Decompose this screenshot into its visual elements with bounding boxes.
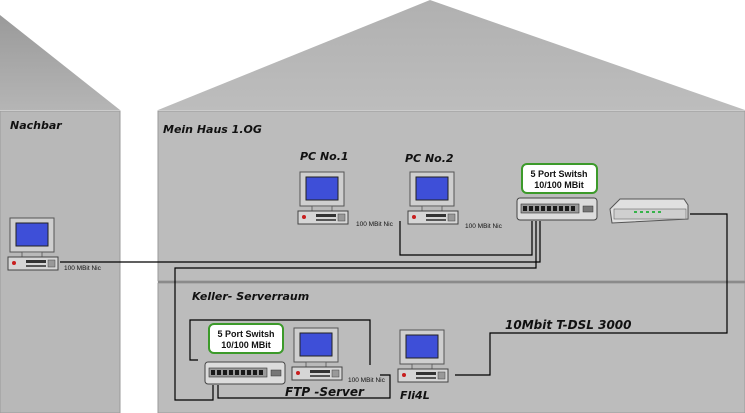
cable-dsl	[455, 213, 728, 376]
pc2-label: PC No.2	[405, 152, 454, 165]
neighbor-roof	[0, 15, 120, 110]
pc2	[407, 171, 459, 225]
switch-top-line2: 10/100 MBit	[534, 180, 584, 190]
neighbor-pc	[7, 217, 59, 271]
switch-bottom-label-box	[208, 323, 284, 354]
cable-switch-to-ftp	[217, 374, 391, 399]
switch-bottom-line2: 10/100 MBit	[221, 340, 271, 350]
pc1-nic-label: 100 MBit Nic	[356, 221, 394, 228]
switch-bottom-line1: 5 Port Switsh	[217, 329, 274, 339]
basement-label: Keller- Serverraum	[192, 290, 309, 303]
ftp-server	[291, 327, 343, 381]
fli4l-label: Fli4L	[400, 389, 430, 402]
cable-switch-to-basement	[174, 221, 537, 401]
dsl-modem	[609, 198, 689, 224]
pc1-label: PC No.1	[300, 150, 349, 163]
ftp-server-label: FTP -Server	[285, 385, 365, 399]
pc2-nic-label: 100 MBit Nic	[465, 223, 503, 230]
upper-floor-label: Mein Haus 1.OG	[163, 123, 262, 136]
neighbor-room-label: Nachbar	[10, 119, 62, 132]
switch-top-label-box	[521, 163, 598, 194]
switch-top	[516, 197, 598, 221]
switch-bottom	[204, 361, 286, 385]
cable-pc2-to-switch	[399, 221, 533, 256]
cable-basement-loop	[189, 319, 371, 365]
main-roof	[158, 0, 745, 110]
fli4l-router	[397, 329, 449, 383]
switch-top-line1: 5 Port Switsh	[530, 169, 587, 179]
dsl-link-label: 10Mbit T-DSL 3000	[505, 318, 632, 332]
pc1	[297, 171, 349, 225]
cable-neighbor-to-switch	[60, 221, 541, 263]
neighbor-pc-nic-label: 100 MBit Nic	[64, 265, 102, 272]
cables	[60, 213, 728, 401]
ftp-server-nic-label: 100 MBit Nic	[348, 377, 386, 384]
